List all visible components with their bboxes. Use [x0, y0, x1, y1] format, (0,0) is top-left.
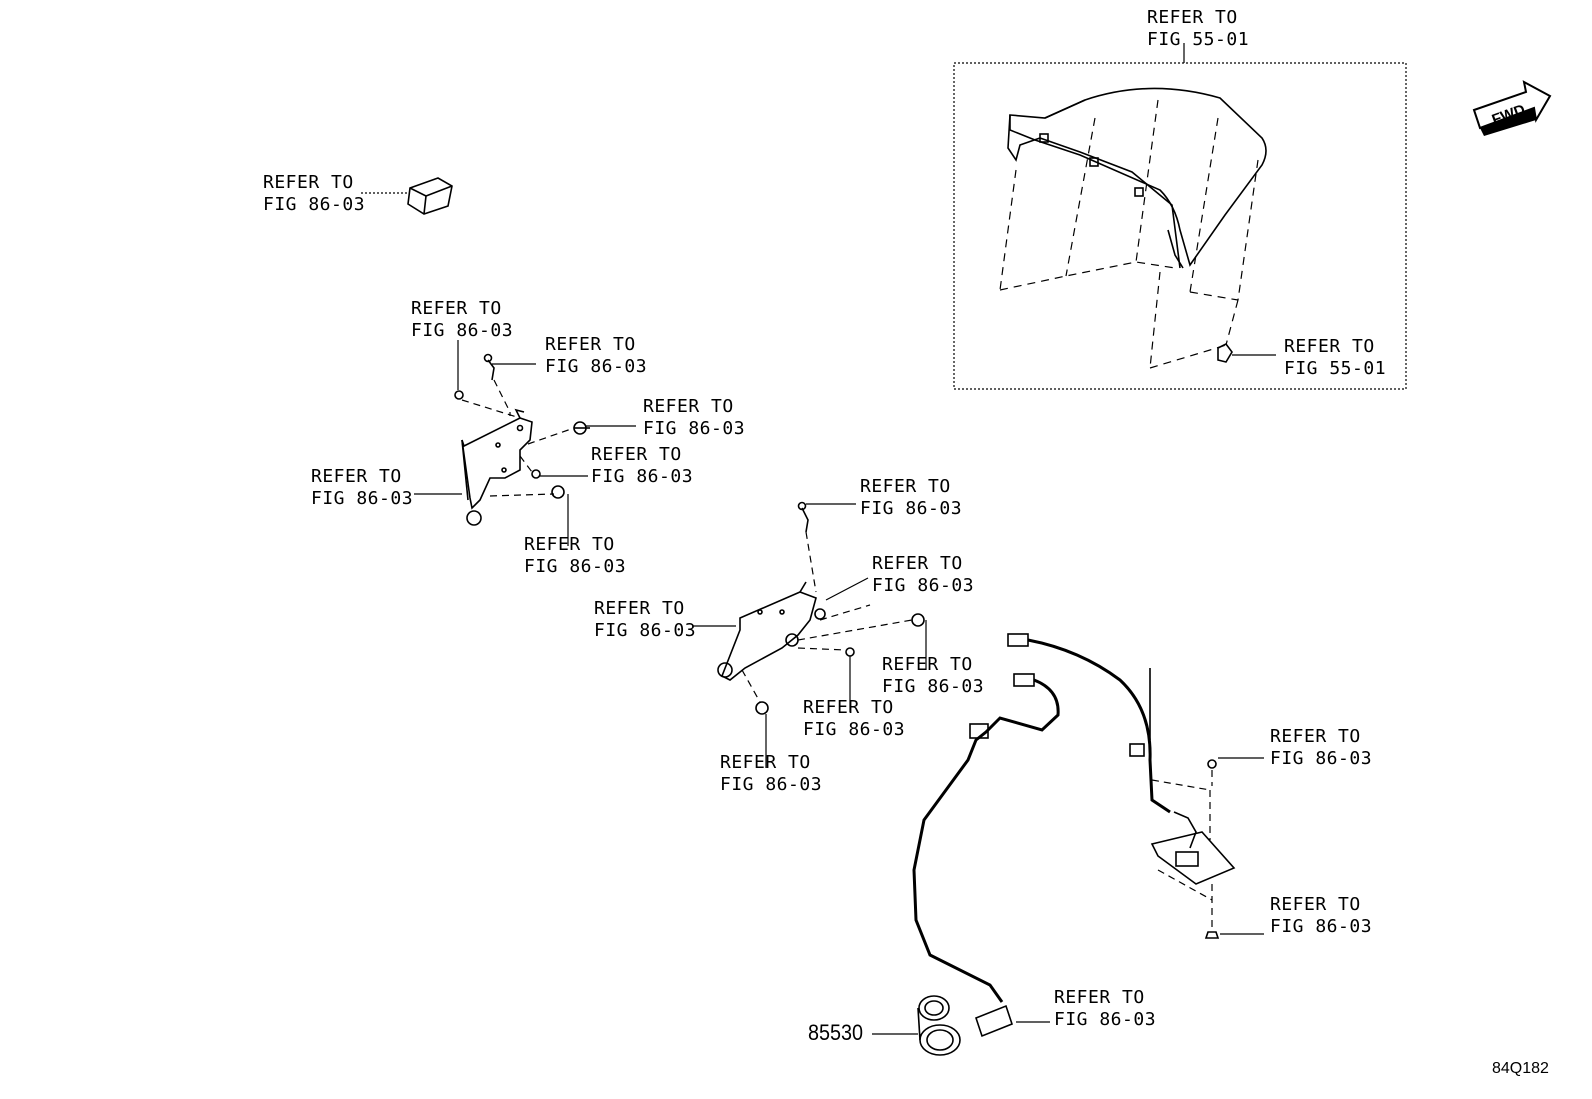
reference-box: [953, 62, 1407, 390]
forward-arrow-icon: FWD: [1472, 80, 1552, 136]
power-outlet-part: [872, 995, 961, 1056]
switch-part: [361, 177, 453, 215]
part-number-85530[interactable]: 85530: [808, 1020, 864, 1045]
wire-harness-part: [912, 633, 1264, 1038]
middle-bracket-part: [692, 501, 927, 768]
clip-icon: [1217, 342, 1233, 363]
console-lid-part: [999, 87, 1276, 369]
figure-id: 84Q182: [1492, 1060, 1549, 1077]
left-bracket-part: [414, 340, 636, 546]
